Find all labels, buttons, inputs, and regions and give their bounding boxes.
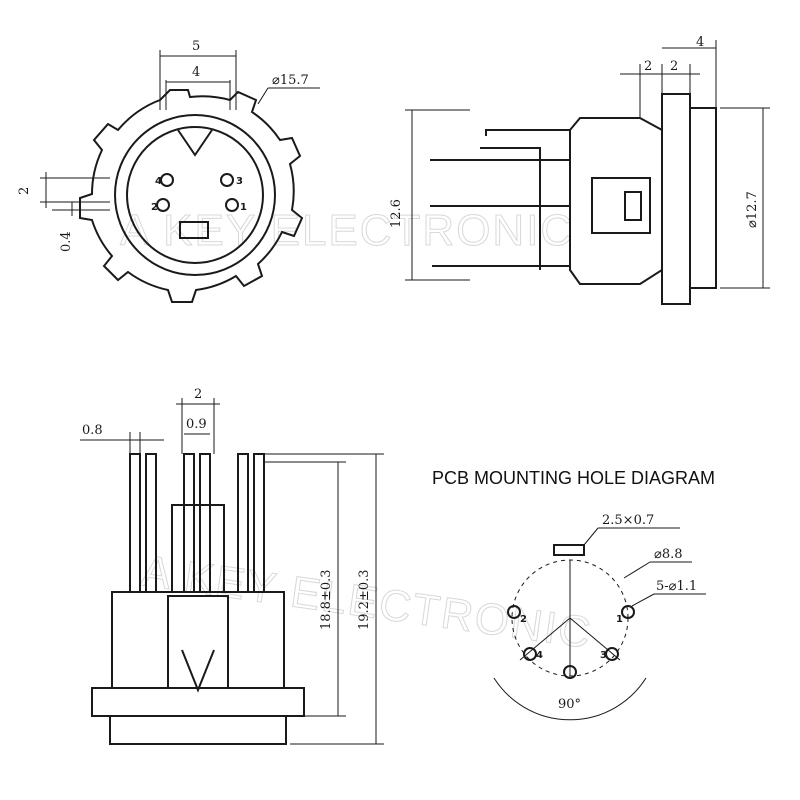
pcb-hole-2 [507, 605, 521, 619]
pcb-slot-label: 2.5×0.7 [602, 513, 654, 528]
pcb-pin-label-1: 1 [616, 614, 623, 625]
bottom-center-post [171, 504, 225, 593]
bottom-pin-6 [253, 453, 265, 593]
dim-front-width-inner: 4 [192, 65, 200, 80]
pcb-angle-arc [493, 677, 647, 721]
pcb-pin-label-2: 2 [520, 614, 527, 625]
pcb-hole-4 [523, 647, 537, 661]
pcb-diagram: PCB MOUNTING HOLE DIAGRAM 2 1 4 3 90° 2.… [432, 468, 715, 721]
pcb-diagram-title: PCB MOUNTING HOLE DIAGRAM [432, 468, 715, 488]
dim-bottom-height-inner: 18.8±0.3 [319, 569, 334, 630]
front-pin-2 [156, 198, 170, 212]
dim-side-top-left: 2 [644, 59, 652, 74]
bottom-front-cap [109, 715, 287, 745]
pcb-angle-label: 90° [558, 697, 581, 712]
side-pin-bend [480, 147, 541, 270]
bottom-key [181, 649, 215, 693]
dim-front-pin-offset-small: 0.4 [59, 231, 74, 252]
dim-bottom-pin-pitch: 2 [194, 387, 202, 402]
pcb-pin-label-3: 3 [600, 650, 607, 661]
pcb-hole-3 [605, 647, 619, 661]
bottom-view: 2 0.9 0.8 18.8±0.3 19.2±0.3 [80, 387, 384, 745]
dim-side-height: 12.6 [389, 199, 404, 228]
front-pin-label-1: 1 [240, 202, 247, 213]
dim-front-width-outer: 5 [192, 39, 200, 54]
side-latch-slot [624, 191, 642, 221]
bottom-body-center [167, 595, 229, 689]
dim-front-pin-offset: 2 [17, 187, 32, 195]
pcb-hole-1 [621, 605, 635, 619]
side-flange [661, 93, 691, 305]
dim-side-top-mid: 2 [670, 59, 678, 74]
side-body [569, 117, 663, 285]
front-pin-label-2: 2 [151, 202, 158, 213]
pcb-slot [553, 544, 585, 556]
side-latch [591, 177, 651, 234]
front-view: 4 3 2 1 5 4 ⌀15.7 2 0.4 [17, 39, 320, 303]
front-socket-face [126, 126, 264, 264]
front-view-outline [79, 89, 304, 303]
front-pin-label-4: 4 [155, 176, 162, 187]
pcb-hole-5 [563, 665, 577, 679]
dim-side-top-overall: 4 [696, 35, 704, 50]
bottom-pin-5 [237, 453, 249, 593]
dim-bottom-pin-width: 0.9 [186, 417, 207, 432]
pcb-pin-label-4: 4 [536, 650, 543, 661]
watermark-top: A KEY ELECTRONIC [120, 206, 574, 255]
front-pin-label-3: 3 [236, 176, 243, 187]
dim-bottom-pin-thickness: 0.8 [82, 423, 103, 438]
center-key-block [179, 221, 209, 239]
dim-side-diameter: ⌀12.7 [745, 191, 760, 228]
side-pin-top [485, 129, 570, 136]
pcb-circle-diameter-label: ⌀8.8 [654, 547, 683, 562]
dim-front-diameter: ⌀15.7 [272, 73, 309, 88]
key-notch [177, 129, 213, 157]
side-front-cap [689, 107, 717, 289]
front-pin-1 [225, 198, 239, 212]
front-inner-ring [114, 114, 276, 276]
front-pin-3 [220, 173, 234, 187]
dim-bottom-height-outer: 19.2±0.3 [357, 569, 372, 630]
pcb-holes-label: 5-⌀1.1 [656, 579, 697, 594]
bottom-pin-2 [145, 453, 157, 593]
front-pin-4 [160, 173, 174, 187]
bottom-pin-1 [129, 453, 141, 593]
side-view: 12.6 ⌀12.7 2 2 4 [389, 35, 770, 305]
